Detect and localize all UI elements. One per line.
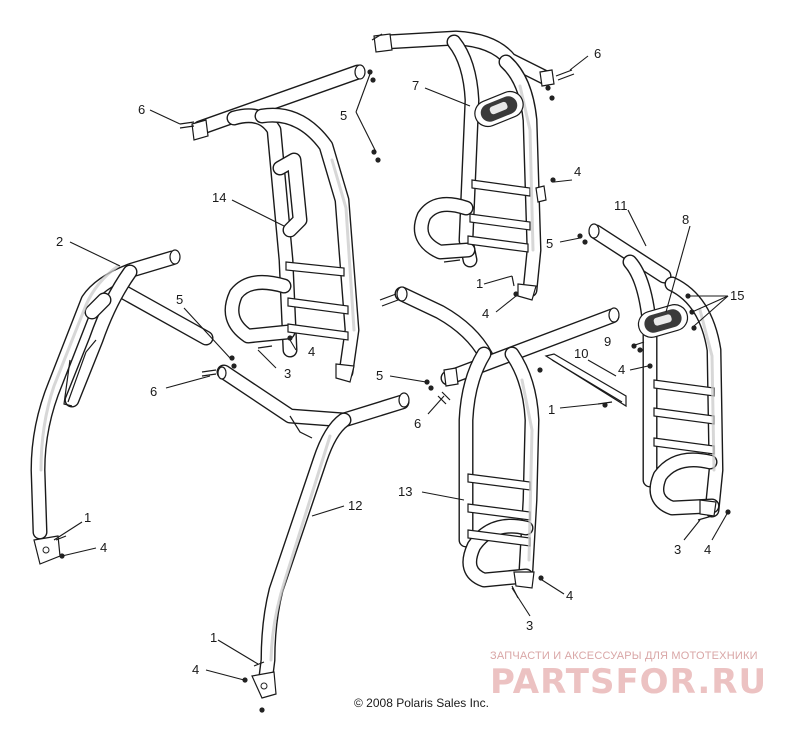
hardware-fasteners (55, 33, 731, 713)
callout-4: 4 (704, 542, 711, 557)
callout-4: 4 (308, 344, 315, 359)
callout-11: 11 (614, 198, 628, 213)
callout-4: 4 (566, 588, 573, 603)
callout-12: 12 (348, 498, 362, 513)
front-hoop-part-12 (216, 364, 410, 699)
callout-6: 6 (150, 384, 157, 399)
callout-13: 13 (398, 484, 412, 499)
callout-1: 1 (84, 510, 91, 525)
callout-4: 4 (574, 164, 581, 179)
callout-1: 1 (548, 402, 555, 417)
callout-3: 3 (284, 366, 291, 381)
callout-8: 8 (682, 212, 689, 227)
callout-3: 3 (674, 542, 681, 557)
callout-5: 5 (340, 108, 347, 123)
copyright-notice: © 2008 Polaris Sales Inc. (354, 696, 489, 710)
rear-frame-part-11 (588, 223, 724, 518)
leader-lines (53, 55, 729, 681)
callout-1: 1 (476, 276, 483, 291)
callout-5: 5 (176, 292, 183, 307)
watermark-logo: PARTSFOR.RU (490, 662, 768, 702)
rear-frame-part-13 (394, 286, 627, 589)
callout-2: 2 (56, 234, 63, 249)
callout-14: 14 (212, 190, 226, 205)
callout-5: 5 (546, 236, 553, 251)
callout-4: 4 (192, 662, 199, 677)
callout-6: 6 (138, 102, 145, 117)
callout-5: 5 (376, 368, 383, 383)
callout-1: 1 (210, 630, 217, 645)
front-cage-part-2 (30, 249, 214, 565)
rear-frame-part-14 (191, 64, 366, 383)
callout-6: 6 (414, 416, 421, 431)
callout-9: 9 (604, 334, 611, 349)
callout-4: 4 (618, 362, 625, 377)
rear-frame-upper (373, 30, 555, 301)
callout-4: 4 (100, 540, 107, 555)
callout-10: 10 (574, 346, 588, 361)
callout-numbers: 1 1 1 1 2 3 3 3 4 4 4 4 4 4 4 4 5 5 5 5 … (56, 46, 744, 677)
callout-4: 4 (482, 306, 489, 321)
callout-15: 15 (730, 288, 744, 303)
callout-7: 7 (412, 78, 419, 93)
callout-6: 6 (594, 46, 601, 61)
callout-3: 3 (526, 618, 533, 633)
watermark-tagline: ЗАПЧАСТИ И АКСЕССУАРЫ ДЛЯ МОТОТЕХНИКИ (490, 650, 758, 662)
